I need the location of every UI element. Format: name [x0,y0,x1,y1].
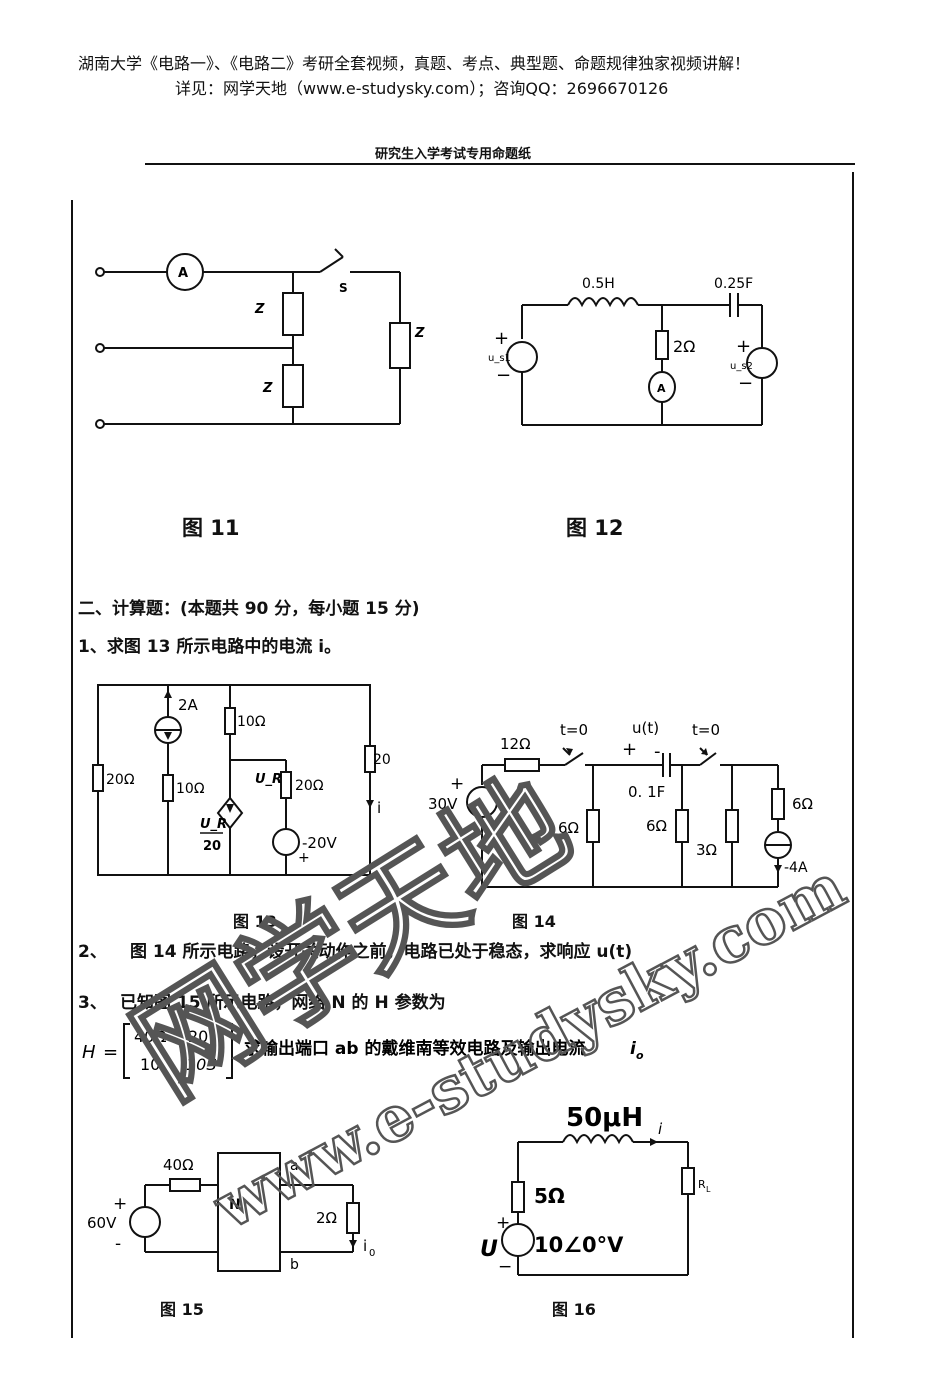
fig16-r5-label: 5Ω [534,1184,565,1208]
question-2: 图 14 所示电路，设开关动作之前，电路已处于稳态，求响应 u(t) [130,942,633,962]
fig13-circuit: 2A 20Ω 10Ω 10Ω 20Ω 20Ω U_R U_R 20 -20V +… [92,684,390,876]
fig14-t0a: t=0 [560,721,588,739]
fig14-isrc-label: -4A [784,860,808,876]
fig15-vsrc-label: 60V [87,1214,117,1232]
matrix-a11: 40Ω [134,1027,167,1046]
fig13-i-label: i [377,799,381,817]
fig13-r-right-label: 20Ω [373,752,390,768]
matrix-a12: 20 [188,1027,208,1046]
fig15-plus: + [113,1194,127,1214]
fig15-i0-sub: 0 [369,1248,375,1259]
fig15-caption: 图 15 [160,1300,204,1319]
fig13-2a-label: 2A [178,696,199,714]
fig15-r40-label: 40Ω [163,1156,194,1174]
fig14-r12-label: 12Ω [500,735,531,753]
question-3-tail: 求输出端口 ab 的戴维南等效电路及输出电流 [244,1038,585,1059]
matrix-a22: 10S [186,1055,217,1074]
fig12-us2-plus: + [736,336,751,357]
question-3-io: i [630,1039,637,1059]
fig15-a-label: a [290,1158,299,1174]
h-matrix: H = 40Ω 20 10 10S 求输出端口 ab 的戴维南等效电路及输出电流… [82,1023,644,1079]
fig14-r6b-label: 6Ω [646,817,667,835]
header-line2: 详见：网学天地（www.e-studysky.com）；咨询QQ：2696670… [175,79,669,98]
fig13-ur-label: U_R [255,772,282,787]
matrix-eq: = [103,1042,118,1063]
fig14-r6a-label: 6Ω [558,819,579,837]
fig11-z3-label: Z [414,326,425,341]
fig15-b-label: b [290,1257,299,1273]
fig14-vsrc-label: 30V [428,795,458,813]
fig16-i-label: i [658,1120,663,1138]
fig15-circuit: 40Ω N a b 2Ω i 0 + 60V - [87,1152,375,1273]
fig16-inductor-label: 50μH [566,1103,643,1133]
fig14-cap-minus: - [654,741,661,762]
fig13-vsrc-label: -20V [302,834,337,852]
header-line1: 湖南大学《电路一》、《电路二》考研全套视频，真题、考点、典型题、命题规律独家视频… [78,54,751,73]
fig11-ammeter-label: A [178,266,188,281]
fig12-capacitor-label: 0.25F [714,276,753,292]
fig15-minus: - [115,1234,121,1254]
fig12-ammeter-label: A [657,382,666,395]
fig12-inductor-label: 0.5H [582,276,615,292]
matrix-a21: 10 [140,1055,160,1074]
matrix-h: H [82,1042,96,1063]
fig14-r3-label: 3Ω [696,841,717,859]
fig13-dep-den: 20 [203,839,221,854]
fig12-us1-plus: + [494,328,509,349]
fig11-caption: 图 11 [182,516,240,540]
fig14-vsrc-minus: - [453,814,459,834]
fig16-plus: + [496,1213,510,1233]
fig16-rl-label: R [698,1178,706,1191]
fig14-cap-plus: + [622,739,637,760]
fig14-r6c-label: 6Ω [792,795,813,813]
fig16-vsrc-label: 10∠0°V [534,1233,624,1257]
fig15-i0-label: i [363,1237,367,1255]
fig15-n-label: N [229,1197,241,1213]
fig12-us1-minus: − [496,365,511,386]
question-3-number: 3、 [78,993,107,1013]
fig13-r-top-label: 10Ω [237,714,266,730]
fig13-r-mid-label: 10Ω [176,781,205,797]
question-3: 已知图 15 所示电路，网络 N 的 H 参数为 [120,993,446,1013]
fig12-caption: 图 12 [566,516,624,540]
fig13-plus: + [298,850,310,866]
fig15-r2-label: 2Ω [316,1209,337,1227]
question-2-number: 2、 [78,942,107,962]
fig12-resistor-label: 2Ω [673,337,695,356]
fig13-dep-num: U_R [200,817,227,832]
fig14-circuit: 12Ω t=0 u(t) t=0 + - 0. 1F + 30V - 6Ω 6Ω… [428,719,813,888]
question-1: 1、求图 13 所示电路中的电流 i。 [78,637,342,657]
fig16-rl-sub: L [706,1185,711,1194]
fig11-z2-label: Z [262,381,273,396]
fig13-caption: 图 13 [233,912,277,931]
fig14-cap-label: 0. 1F [628,783,665,801]
fig11-switch-label: S [339,281,348,295]
fig11-z1-label: Z [254,302,265,317]
paper-title: 研究生入学考试专用命题纸 [375,147,532,162]
fig13-r-left-label: 20Ω [106,772,135,788]
fig11-circuit: A S Z Z Z [95,248,425,429]
fig16-minus: − [498,1257,512,1277]
fig14-vsrc-plus: + [450,774,464,794]
question-3-io-sub: o [636,1049,644,1062]
fig13-r-ur-label: 20Ω [295,778,324,794]
fig12-us1-label: u_s1 [488,353,511,364]
fig14-caption: 图 14 [512,912,556,931]
fig14-ut: u(t) [632,719,659,737]
fig16-u-label: U [480,1237,498,1262]
fig12-circuit: 0.5H 0.25F 2Ω A + u_s1 − + u_s2 − [488,276,778,426]
fig12-us2-minus: − [738,373,753,394]
fig12-us2-label: u_s2 [730,361,753,372]
section-title: 二、计算题：(本题共 90 分，每小题 15 分) [78,599,420,619]
fig14-t0b: t=0 [692,721,720,739]
fig16-caption: 图 16 [552,1300,596,1319]
fig16-circuit: 50μH i 5Ω R L 10∠0°V + U − [480,1103,711,1277]
